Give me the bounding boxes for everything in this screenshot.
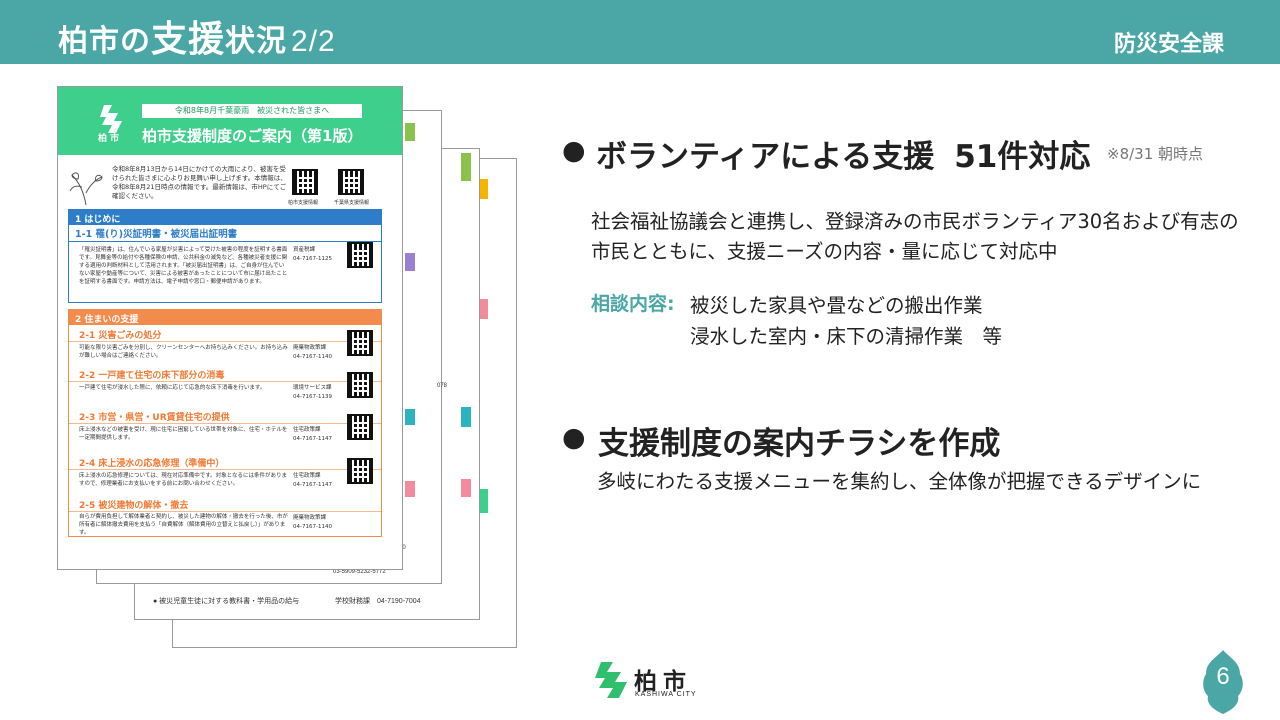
consult-item: 浸水した室内・床下の清掃作業 等 (690, 325, 1003, 348)
flyer-front-page: 柏 市 令和8年8月千葉豪雨 被災された皆さまへ 柏市支援制度のご案内（第1版）… (57, 86, 403, 570)
qr-code-icon (347, 330, 373, 356)
section-contact: 資産税課 04-7167-1125 (293, 247, 332, 262)
page-number: 6 (1216, 663, 1230, 690)
page-number-badge-icon (1203, 650, 1243, 714)
qr-caption: 柏市支援情報 (288, 200, 319, 206)
section-contact: 住宅政策課 04-7167-1147 (293, 427, 332, 442)
flyer-banner: 令和8年8月千葉豪雨 被災された皆さまへ (142, 104, 362, 118)
back-sheet-text: ● 被災児童生徒に対する教科書・学用品の給与 (153, 598, 300, 605)
flyer-stack: ● 被災児童生徒に対する教科書・学用品の給与 学校財務課 04-7190-700… (0, 0, 560, 660)
flyer-section-housing: 2 住まいの支援 2-1 災害ごみの処分 可能な限り災害ごみを分別し、クリーンセ… (68, 309, 382, 537)
back-sheet-text: 03-5909-5232-5772 (333, 569, 386, 575)
consult-item: 被災した家具や畳などの搬出作業 (690, 294, 983, 317)
qr-caption: 千葉県支援情報 (334, 200, 370, 206)
flyer-title: 柏市支援制度のご案内（第1版） (142, 127, 363, 145)
flyer-logo-text: 柏 市 (98, 134, 120, 144)
qr-code-icon (347, 414, 373, 440)
section-subheading: 2-2 一戸建て住宅の床下部分の消毒 (79, 371, 225, 381)
title-page-count: 2/2 (291, 25, 336, 58)
kashiwa-logo-icon (100, 105, 122, 133)
volunteer-description: 社会福祉協議会と連携し、登録済みの市民ボランティア30名および有志の市民とともに… (591, 210, 1239, 263)
qr-code-icon (347, 458, 373, 484)
volunteer-count: 51件対応 (954, 139, 1091, 175)
volunteer-heading: ボランティアによる支援 51件対応 (596, 131, 1090, 176)
title-emphasis: 支援 (151, 19, 226, 60)
section-contact: 住宅政策課 04-7167-1147 (293, 473, 332, 488)
volunteer-heading-text: ボランティアによる支援 (596, 139, 935, 175)
city-name: 柏市 (634, 669, 692, 695)
title-part: 状況 (225, 24, 288, 59)
leaf-illustration-icon (69, 172, 103, 206)
section-subheading: 2-1 災害ごみの処分 (79, 331, 162, 341)
section-body: 一戸建て住宅が浸水した際に、依頼に応じて応急的な床下消毒を行います。 (79, 385, 266, 391)
flyer-heading: 支援制度の案内チラシを作成 (598, 426, 1001, 462)
qr-code-icon (347, 372, 373, 398)
back-sheet-text: 学校財務課 04-7190-7004 (335, 598, 421, 605)
section-subheading: 1-1 罹(り)災証明書・被災届出証明書 (69, 225, 381, 242)
consult-label: 相談内容: (591, 293, 675, 315)
section-heading: 1 はじめに (69, 210, 381, 225)
section-contact: 廃棄物政策課 04-7167-1140 (293, 515, 332, 530)
kashiwa-city-logo-icon (595, 662, 627, 698)
flyer-intro: 令和8年8月13日から14日にかけての大雨により、被害を受けられた皆さまに心より… (112, 165, 287, 200)
section-subheading: 2-3 市営・県営・UR賃貸住宅の提供 (79, 413, 230, 423)
flyer-section-intro: 1 はじめに 1-1 罹(り)災証明書・被災届出証明書 「罹災証明書」は、住んで… (68, 209, 382, 303)
city-name-english: KASHIWA CITY (635, 691, 697, 698)
section-body: 自らが費用負担して解体業者と契約し、被災した建物の解体・撤去を行った後、市が所有… (79, 514, 288, 536)
timestamp-note: ※8/31 朝時点 (1107, 145, 1204, 163)
qr-code-icon (338, 169, 364, 195)
section-contact: 廃棄物政策課 04-7167-1140 (293, 345, 332, 360)
section-body: 可能な限り災害ごみを分別し、クリーンセンターへお持ち込みください。お持ち込みが難… (79, 345, 288, 359)
bullet-icon: ● (562, 422, 586, 453)
section-contact: 環境サービス課 04-7167-1139 (293, 385, 332, 400)
qr-code-icon (292, 169, 318, 195)
bullet-icon: ● (562, 135, 586, 166)
section-subheading: 2-5 被災建物の解体・撤去 (79, 501, 189, 511)
qr-code-icon (347, 242, 373, 268)
section-subheading: 2-4 床上浸水の応急修理（準備中） (79, 459, 225, 469)
section-body: 床上浸水の応急修理については、現在対応準備中です。対象となるには条件がありますの… (79, 473, 288, 487)
back-sheet-text: 078 (437, 383, 448, 389)
flyer-description: 多岐にわたる支援メニューを集約し、全体像が把握できるデザインに (597, 470, 1202, 493)
section-body: 「罹災証明書」は、住んでいる家屋が災害によって受けた被害の程度を証明する書面です… (79, 247, 288, 285)
department-label: 防災安全課 (1113, 32, 1224, 57)
section-body: 床上浸水などの被害を受け、現に住宅に困窮している世帯を対象に、住宅・ホテルを一定… (79, 427, 288, 441)
title-part: 柏市の (58, 24, 151, 59)
section-heading: 2 住まいの支援 (69, 310, 381, 325)
